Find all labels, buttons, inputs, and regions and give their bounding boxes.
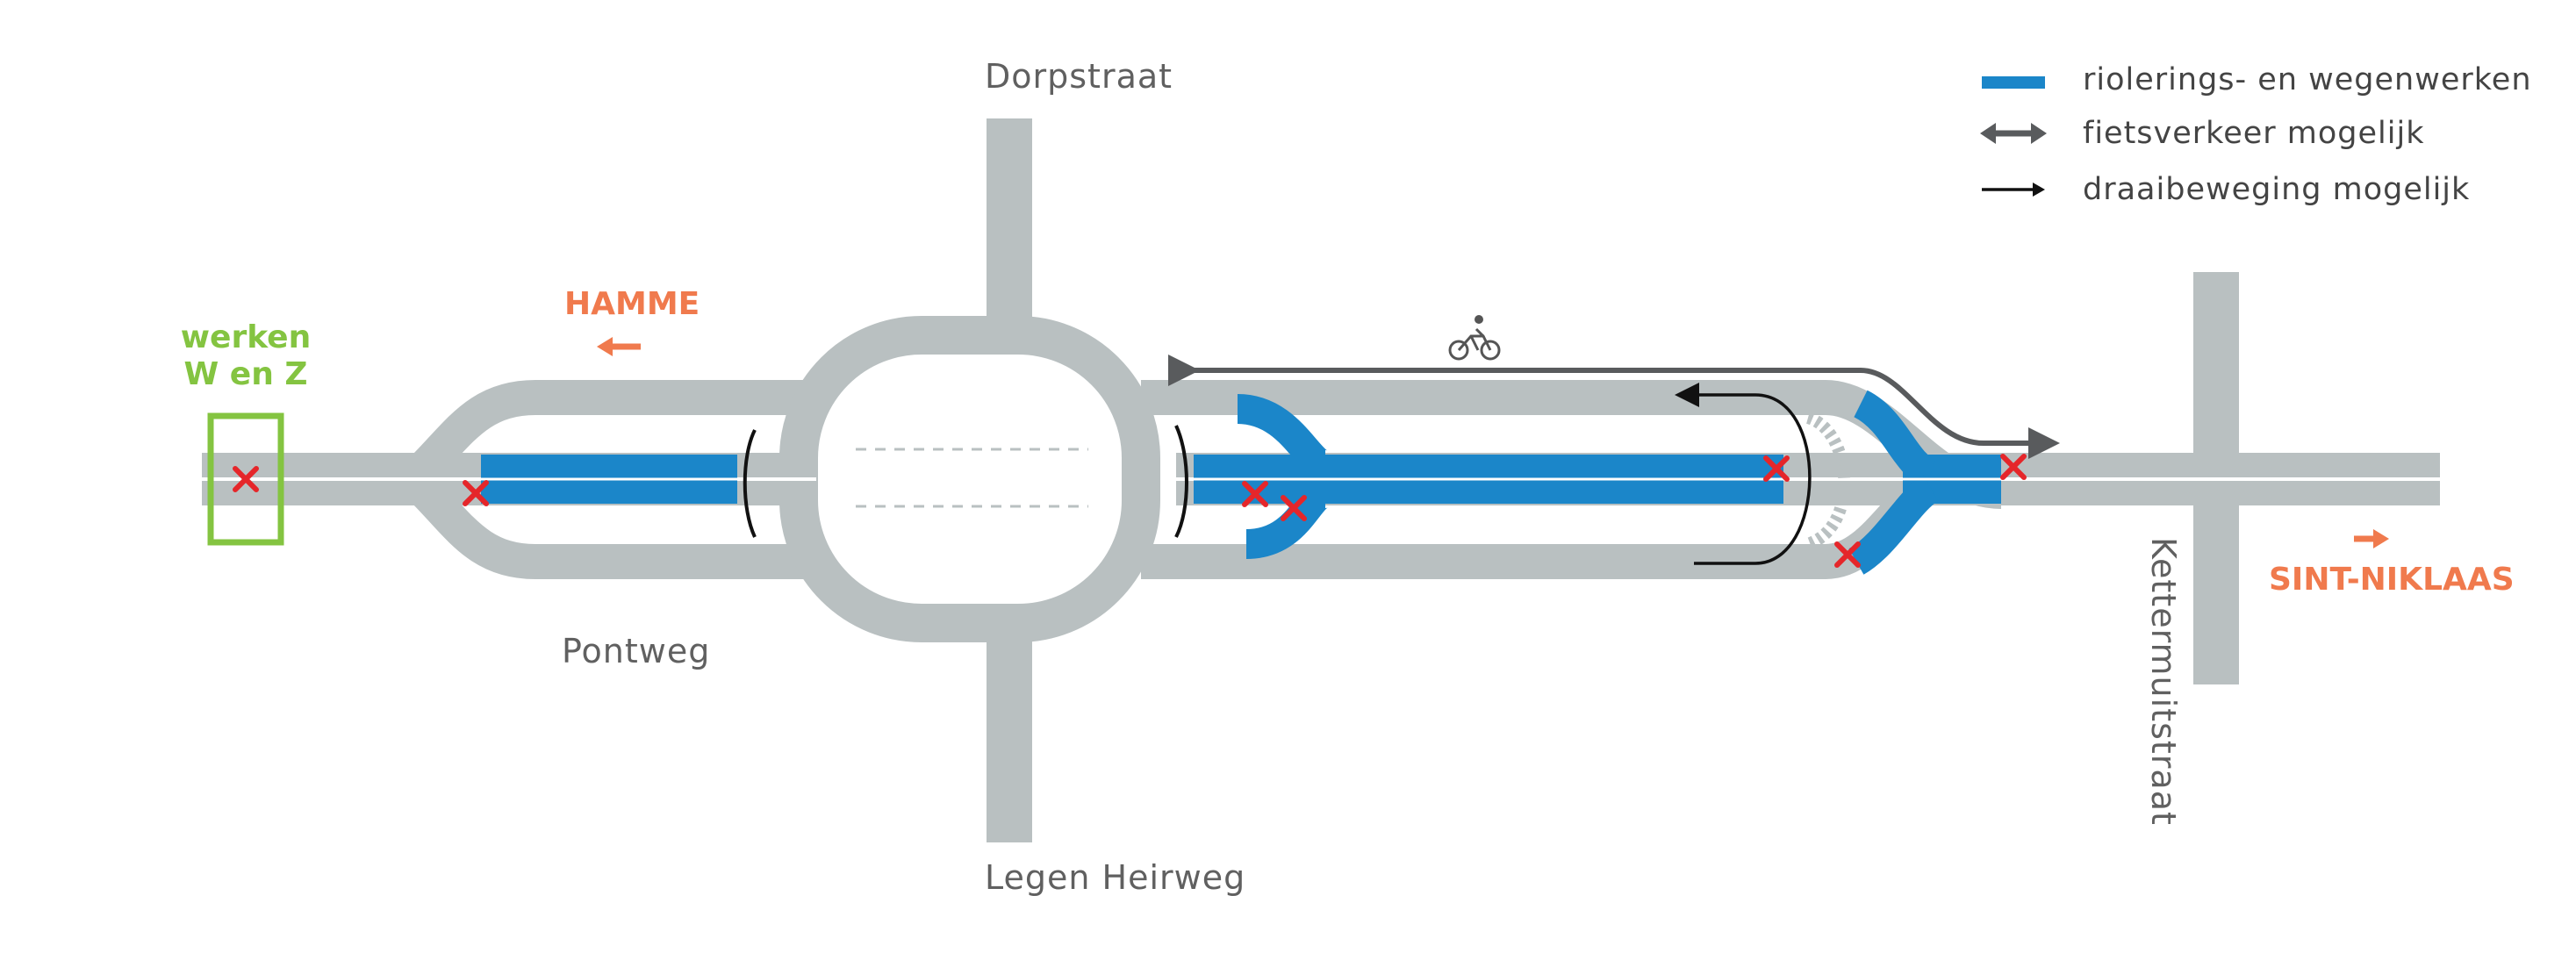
bicycle-icon (1448, 315, 1501, 361)
turn-hatch (1805, 412, 1851, 550)
street-label-pontweg: Pontweg (562, 632, 710, 670)
street-label-dorpstraat: Dorpstraat (985, 57, 1173, 96)
street-label-kettermuitstraat: Kettermuitstraat (2144, 537, 2183, 826)
works-zone-label-line1: werken (181, 319, 311, 355)
legend-symbol-works (1982, 76, 2045, 89)
works-zone-box (207, 412, 284, 546)
closure-cross-icon (1763, 455, 1790, 482)
legend-label-works: riolerings- en wegenwerken (2083, 62, 2532, 97)
street-label-legen-heirweg: Legen Heirweg (985, 858, 1245, 897)
works-zone-label-line2: W en Z (184, 356, 308, 392)
works-branch-south-west (1245, 478, 1330, 559)
roundabout (779, 316, 1160, 642)
legend-label-turn: draaibeweging mogelijk (2083, 172, 2470, 207)
closure-cross-icon (233, 466, 259, 492)
u-turn-arrow (1675, 383, 1812, 565)
closure-crosses (233, 454, 2027, 568)
closure-cross-icon (1242, 481, 1268, 507)
direction-label-sint-niklaas: SINT-NIKLAAS (2269, 562, 2515, 598)
works-branch-south-east (1848, 475, 1940, 575)
direction-label-hamme: HAMME (564, 286, 700, 322)
closure-cross-icon (2000, 454, 2027, 480)
roundabout-dashes (856, 448, 1088, 508)
closure-cross-icon (463, 480, 489, 506)
closure-cross-icon (1834, 541, 1861, 568)
barrier-west (743, 429, 757, 538)
bike-route-arrow (1168, 355, 2060, 459)
legend: riolerings- en wegenwerken fietsverkeer … (1980, 62, 2532, 207)
closure-cross-icon (1281, 495, 1307, 521)
legend-label-bike: fietsverkeer mogelijk (2083, 116, 2424, 151)
